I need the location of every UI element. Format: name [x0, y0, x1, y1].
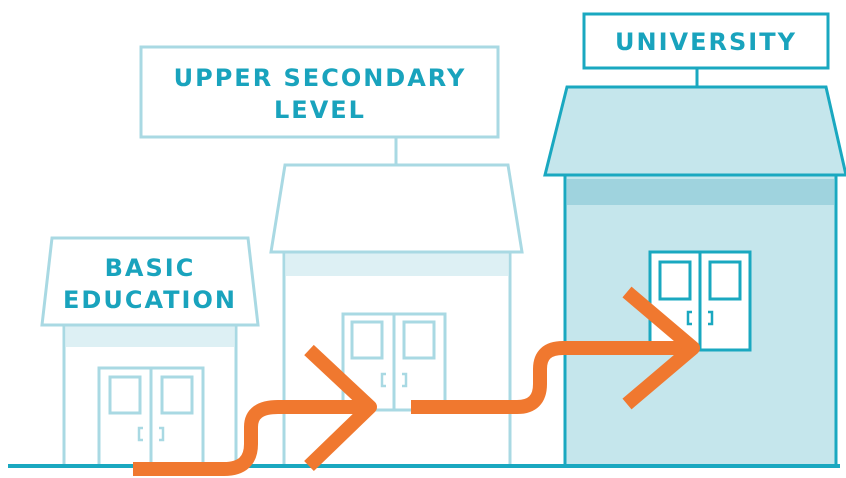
upper-label-line-1: UPPER SECONDARY — [174, 64, 467, 92]
upper-building-roof — [269, 163, 524, 254]
basic-building-band — [66, 325, 234, 347]
basic-education-label: BASIC EDUCATION — [63, 254, 237, 314]
university-sign-board — [582, 12, 830, 70]
upper-building-band — [286, 252, 508, 276]
arrow-head-1 — [304, 344, 377, 472]
arrow-path-segment-2 — [411, 341, 693, 414]
basic-education-building: BASIC EDUCATION — [40, 236, 260, 468]
university-building-roof — [543, 85, 846, 177]
basic-building-roof — [40, 236, 260, 327]
upper-label-line-2: LEVEL — [274, 96, 366, 124]
university-building-band — [567, 179, 834, 205]
arrow-path-segment-1 — [133, 400, 372, 476]
basic-label-line-1: BASIC — [105, 254, 196, 282]
upper-secondary-building: UPPER SECONDARY LEVEL — [139, 45, 524, 468]
university-building: UNIVERSITY — [543, 12, 846, 468]
university-building-door — [648, 250, 752, 352]
basic-building-door — [97, 366, 205, 468]
upper-sign-board — [139, 45, 500, 139]
upper-secondary-label: UPPER SECONDARY LEVEL — [174, 64, 467, 124]
university-label: UNIVERSITY — [615, 28, 797, 56]
progression-arrow — [133, 286, 700, 476]
basic-label-line-2: EDUCATION — [63, 286, 237, 314]
arrow-head-2 — [622, 286, 700, 410]
